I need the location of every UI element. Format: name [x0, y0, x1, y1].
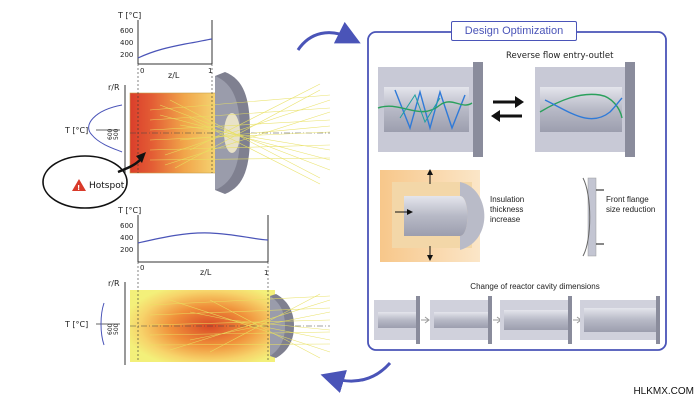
top-reactor-scale-500: 500	[113, 128, 120, 140]
cavity-step-2	[430, 296, 492, 344]
bottom-temperature-chart: T [°C] 600 400 200 0 1 z/L	[117, 206, 269, 277]
bottom-chart-tick-200: 200	[120, 246, 133, 254]
insulation-arrow-left-head	[407, 209, 413, 215]
top-chart-tick-400: 400	[120, 39, 133, 47]
top-reactor-profile	[88, 104, 123, 153]
swap-arrow-right-head	[515, 96, 524, 108]
front-flange-label: Front flange size reduction	[606, 195, 656, 214]
reverse-flow-original	[377, 62, 483, 157]
reverse-flow-right-streamline-green	[539, 93, 623, 119]
cycle-arrow-top	[296, 21, 361, 51]
reverse-flow-right-cavity	[540, 87, 622, 132]
bottom-chart-curve	[137, 232, 269, 244]
bottom-reactor-flange-face	[270, 296, 285, 356]
insulation-flange	[460, 182, 485, 250]
reverse-flow-left-streamline-teal	[399, 93, 441, 124]
bottom-reactor-scale-500: 500	[113, 323, 120, 335]
reverse-flow-label: Reverse flow entry-outlet	[506, 51, 614, 61]
cycle-arrow-bottom	[320, 361, 392, 393]
top-chart-xtick-1: 1	[208, 67, 212, 75]
top-reactor-scale-600: 600	[107, 128, 114, 140]
top-chart-tick-200: 200	[120, 51, 133, 59]
insulation-arrow-down-head	[427, 255, 433, 261]
cavity-step-4	[580, 296, 660, 344]
cavity-dimensions-row	[374, 296, 660, 344]
top-reactor: r/R T [°C] 600 500 ! Hotspot	[42, 64, 331, 209]
swap-arrows-icon	[491, 96, 524, 122]
front-flange-outline	[582, 177, 591, 257]
insulation-illustration	[380, 169, 485, 262]
bottom-reactor-t-label: T [°C]	[64, 320, 88, 329]
top-reactor-aperture	[224, 113, 240, 153]
reverse-flow-right-flange	[625, 62, 635, 157]
cavity-step-3	[500, 296, 572, 344]
front-flange-illustration	[582, 177, 604, 257]
warning-icon	[72, 179, 86, 191]
cavity-chevron-1	[421, 316, 430, 324]
cavity-dimensions-label: Change of reactor cavity dimensions	[470, 282, 600, 291]
bottom-reactor-profile	[100, 302, 105, 346]
panel-title: Design Optimization	[451, 21, 577, 41]
cavity-step-1	[374, 296, 420, 344]
top-temperature-chart: T [°C] 600 400 200 0 1 z/L	[117, 11, 213, 80]
swap-arrow-left-head	[491, 110, 500, 122]
insulation-arrow-up-head	[427, 169, 433, 175]
bottom-reactor-scale-600: 600	[107, 323, 114, 335]
reverse-flow-modified	[535, 62, 635, 157]
bottom-chart-x-label: z/L	[200, 268, 212, 277]
bottom-chart-tick-400: 400	[120, 234, 133, 242]
hotspot-pointer-head	[136, 152, 146, 163]
top-reactor-t-label: T [°C]	[64, 126, 88, 135]
top-chart-y-label: T [°C]	[117, 11, 141, 20]
front-flange-plate	[587, 177, 597, 257]
hotspot-pointer	[117, 159, 141, 174]
top-chart-curve	[137, 38, 213, 59]
reverse-flow-left-flange	[473, 62, 483, 157]
bottom-chart-xtick-1: 1	[264, 269, 268, 277]
hotspot-label: Hotspot	[89, 181, 125, 191]
top-chart-xtick-0: 0	[140, 67, 144, 75]
reverse-flow-left-cavity	[384, 87, 469, 132]
insulation-cavity	[404, 196, 468, 236]
top-chart-x-label: z/L	[168, 71, 180, 80]
watermark: HLKMX.COM	[633, 386, 694, 397]
bottom-reactor: r/R T [°C] 600 500	[64, 262, 331, 365]
reverse-flow-left-streamline-blue	[394, 89, 466, 131]
warning-icon-mark: !	[77, 184, 80, 192]
reverse-flow-left-streamline-green	[377, 101, 473, 113]
insulation-label: Insulation thickness increase	[490, 195, 525, 224]
bottom-chart-y-label: T [°C]	[117, 206, 141, 215]
top-reactor-r-label: r/R	[108, 83, 120, 92]
bottom-reactor-r-label: r/R	[108, 279, 120, 288]
bottom-reactor-rays	[149, 293, 331, 359]
top-reactor-rays	[149, 83, 331, 185]
bottom-chart-tick-600: 600	[120, 222, 133, 230]
bottom-chart-xtick-0: 0	[140, 264, 144, 272]
top-chart-tick-600: 600	[120, 27, 133, 35]
hotspot-callout	[42, 155, 128, 209]
reverse-flow-right-streamline-blue	[544, 97, 623, 120]
